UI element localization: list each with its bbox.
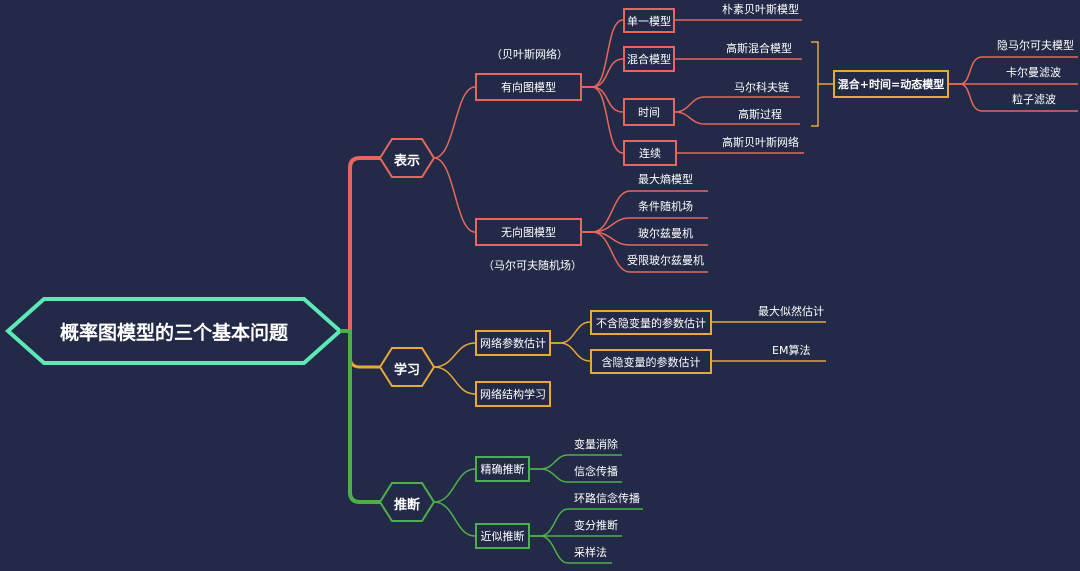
learning-node[interactable]: 学习 xyxy=(393,362,420,378)
single-model-node[interactable]: 单一模型 xyxy=(623,8,675,33)
dynamic-bracket xyxy=(811,41,833,127)
undirected-leaf-boltzmann[interactable]: 玻尔兹曼机 xyxy=(638,227,693,240)
trunk-line-representation xyxy=(340,156,380,333)
line-exact-leaf-2 xyxy=(530,468,622,483)
exact-inference-node[interactable]: 精确推断 xyxy=(475,456,530,482)
time-leaf-markov-chain[interactable]: 马尔科夫链 xyxy=(734,81,789,94)
line-to-structure xyxy=(433,366,476,395)
line-approx-leaf-3 xyxy=(530,535,612,564)
hidden-node[interactable]: 含隐变量的参数估计 xyxy=(590,349,712,374)
inference-node[interactable]: 推断 xyxy=(393,497,420,513)
undirected-leaf-maxent[interactable]: 最大熵模型 xyxy=(638,173,693,186)
approx-leaf-sampling[interactable]: 采样法 xyxy=(574,546,607,559)
line-to-continuous xyxy=(582,86,624,154)
line-to-exact xyxy=(433,468,476,503)
approx-leaf-loopy-bp[interactable]: 环路信念传播 xyxy=(574,492,640,505)
line-undirected-leaf-4 xyxy=(582,231,708,273)
single-model-leaf[interactable]: 朴素贝叶斯模型 xyxy=(722,3,799,16)
line-time-leaf-1 xyxy=(674,96,800,113)
exact-leaf-variable-elimination[interactable]: 变量消除 xyxy=(574,438,618,451)
time-leaf-gaussian-process[interactable]: 高斯过程 xyxy=(738,108,782,121)
root-node[interactable]: 概率图模型的三个基本问题 xyxy=(59,321,288,344)
line-time-leaf-2 xyxy=(674,111,800,125)
mixture-model-leaf[interactable]: 高斯混合模型 xyxy=(726,42,792,55)
line-to-approx xyxy=(433,501,476,537)
dynamic-leaf-kalman[interactable]: 卡尔曼滤波 xyxy=(1006,66,1061,79)
dynamic-leaf-hmm[interactable]: 隐马尔可夫模型 xyxy=(997,39,1074,52)
approx-leaf-variational[interactable]: 变分推断 xyxy=(574,519,618,532)
line-to-directed xyxy=(433,86,476,159)
line-to-hidden xyxy=(551,342,591,362)
mixture-model-node[interactable]: 混合模型 xyxy=(623,46,675,72)
undirected-leaf-rbm[interactable]: 受限玻尔兹曼机 xyxy=(627,254,704,267)
approx-inference-node[interactable]: 近似推断 xyxy=(475,523,530,549)
representation-node[interactable]: 表示 xyxy=(393,153,420,169)
structure-learning-node[interactable]: 网络结构学习 xyxy=(475,381,551,407)
params-estimation-node[interactable]: 网络参数估计 xyxy=(475,330,551,356)
line-to-no-hidden xyxy=(551,321,591,344)
undirected-node[interactable]: 无向图模型 xyxy=(475,218,582,246)
directed-note: （贝叶斯网络） xyxy=(491,48,568,61)
line-to-single xyxy=(582,19,624,88)
no-hidden-leaf[interactable]: 最大似然估计 xyxy=(758,305,824,318)
continuous-leaf[interactable]: 高斯贝叶斯网络 xyxy=(722,136,799,149)
dynamic-model-node[interactable]: 混合+时间=动态模型 xyxy=(833,70,949,98)
time-node[interactable]: 时间 xyxy=(623,98,675,126)
line-dynamic-leaf-3 xyxy=(949,83,1078,112)
directed-node[interactable]: 有向图模型 xyxy=(475,73,582,101)
undirected-note: （马尔可夫随机场） xyxy=(483,259,582,272)
no-hidden-node[interactable]: 不含隐变量的参数估计 xyxy=(590,310,712,335)
hidden-leaf[interactable]: EM算法 xyxy=(772,344,811,357)
exact-leaf-belief-propagation[interactable]: 信念传播 xyxy=(574,465,618,478)
line-to-undirected xyxy=(433,157,476,233)
dynamic-leaf-particle[interactable]: 粒子滤波 xyxy=(1012,93,1056,106)
line-to-params xyxy=(433,342,476,368)
continuous-node[interactable]: 连续 xyxy=(623,140,677,166)
undirected-leaf-crf[interactable]: 条件随机场 xyxy=(638,200,693,213)
trunk-line-learning xyxy=(340,329,380,369)
trunk-line-inference xyxy=(340,329,380,504)
